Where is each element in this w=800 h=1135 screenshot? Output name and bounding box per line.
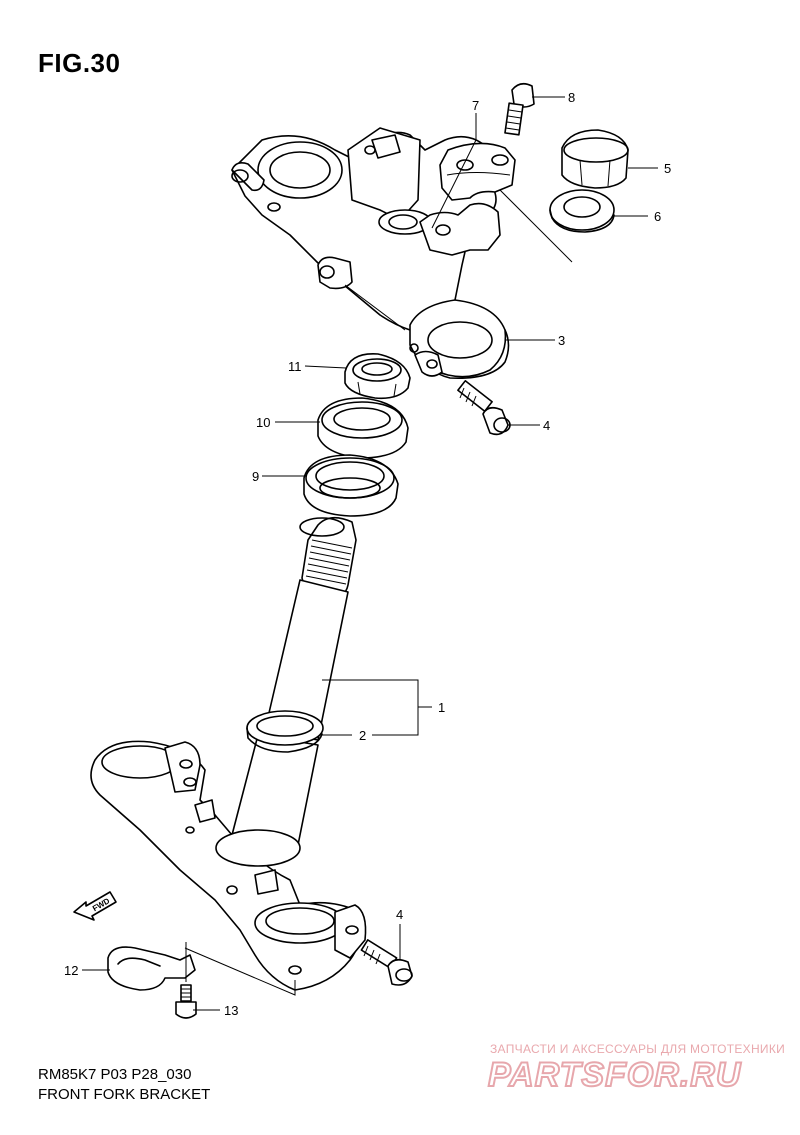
stem-washer-drawing [549, 189, 615, 233]
figure-title: FIG.30 [38, 48, 121, 78]
lower-clamp-bolt-drawing [360, 939, 413, 986]
callout-2: 2 [359, 728, 366, 743]
steering-stem-drawing [231, 516, 357, 846]
callout-1: 1 [438, 700, 445, 715]
callout-labels: 8 7 5 6 3 4 11 10 9 1 2 4 12 13 [64, 90, 671, 1018]
cable-guide-drawing [107, 946, 196, 991]
steering-lock-nut-drawing [344, 353, 411, 400]
model-code: RM85K7 P03 P28_030 [38, 1066, 192, 1083]
section-name: FRONT FORK BRACKET [38, 1086, 211, 1103]
callout-8: 8 [568, 90, 575, 105]
callout-5: 5 [664, 161, 671, 176]
stem-nut-drawing [561, 129, 629, 189]
dust-seal-drawing [246, 710, 324, 753]
callout-3: 3 [558, 333, 565, 348]
guide-screw-drawing [175, 984, 197, 1019]
callout-4-upper: 4 [543, 418, 550, 433]
callout-4-lower: 4 [396, 907, 403, 922]
callout-9: 9 [252, 469, 259, 484]
upper-clamp-bolt-drawing [457, 380, 511, 436]
callout-6: 6 [654, 209, 661, 224]
callout-13: 13 [224, 1003, 238, 1018]
handlebar-holder-drawing [439, 142, 516, 201]
callout-12: 12 [64, 963, 78, 978]
leader-lines [82, 96, 658, 1011]
callout-11: 11 [288, 359, 302, 374]
upper-bearing-drawing [317, 397, 409, 459]
watermark-logo: PARTSFOR.RU [487, 1055, 742, 1095]
upper-bracket-drawing [231, 127, 510, 379]
callout-7: 7 [472, 98, 479, 113]
lower-bracket-drawing [90, 740, 367, 991]
lower-bearing-drawing [303, 454, 399, 517]
forward-direction-arrow: FWD [73, 891, 117, 921]
watermark-tagline: ЗАПЧАСТИ И АКСЕССУАРЫ ДЛЯ МОТОТЕХНИКИ [490, 1042, 786, 1056]
callout-10: 10 [256, 415, 270, 430]
handlebar-holder-bolt-drawing [504, 82, 535, 136]
